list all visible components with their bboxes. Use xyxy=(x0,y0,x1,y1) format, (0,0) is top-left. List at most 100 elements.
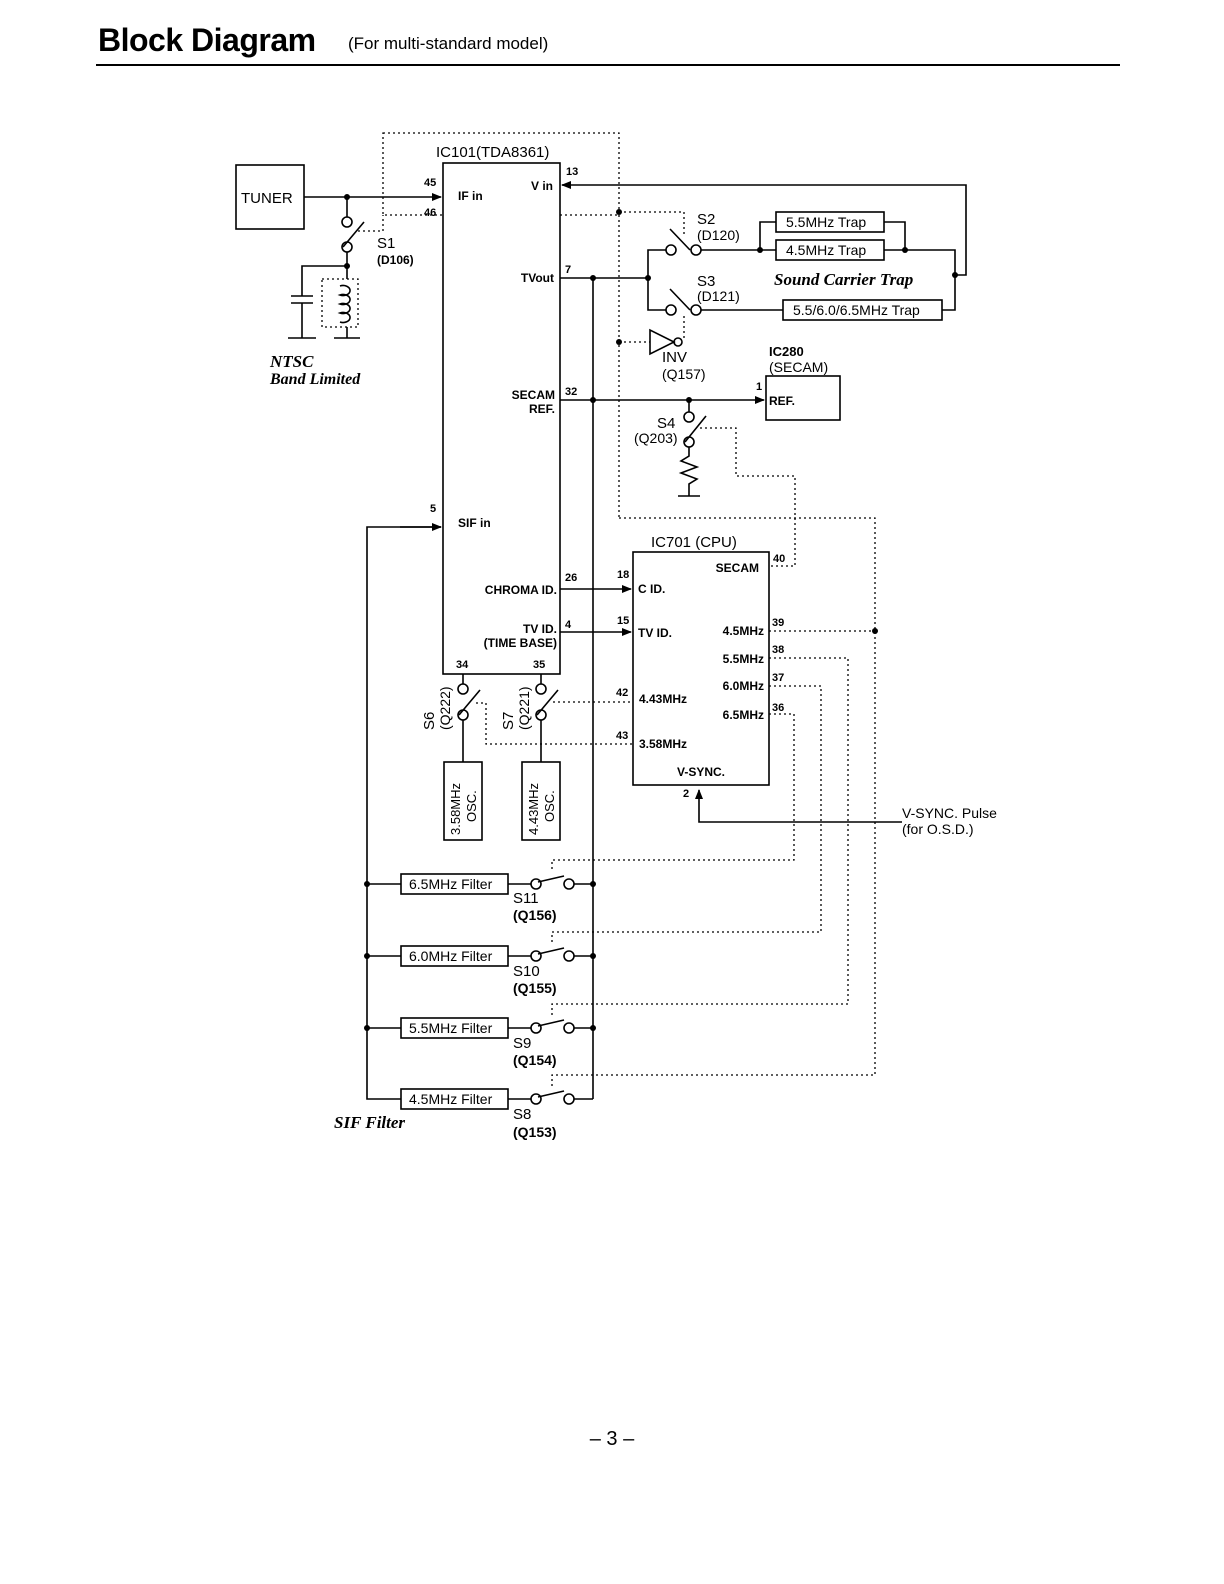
ic101-pin-46: 46 xyxy=(424,207,436,219)
tuner-section: TUNER S1 (D106) NTSC Band Limited xyxy=(235,164,442,388)
s6-label: S6 xyxy=(421,712,438,730)
s4-label: S4 xyxy=(657,415,675,432)
sif-filter-45-label: 4.5MHz Filter xyxy=(409,1091,493,1107)
osc-358-freq: 3.58MHz xyxy=(448,783,463,835)
ic101-title: IC101(TDA8361) xyxy=(436,144,549,161)
ic280-section: IC280 (SECAM) 1 REF. S4 (Q203) xyxy=(560,344,841,567)
ic101-tv-id-label: TV ID. xyxy=(523,622,557,636)
ic701-358-label: 3.58MHz xyxy=(639,737,687,751)
control-lines xyxy=(551,517,878,1088)
ic101-pin-13: 13 xyxy=(566,166,578,178)
ic701-55-label: 5.5MHz xyxy=(723,652,764,666)
s11-label: S11 xyxy=(513,890,539,907)
tuner-label: TUNER xyxy=(241,190,293,207)
s1-part: (D106) xyxy=(377,253,414,267)
header-rule xyxy=(96,64,1120,66)
sif-filter-55-label: 5.5MHz Filter xyxy=(409,1020,493,1036)
ic701-65-label: 6.5MHz xyxy=(723,708,764,722)
ic101-tvout-label: TVout xyxy=(521,271,554,285)
ic101-pin-34: 34 xyxy=(456,659,469,671)
sound-carrier-trap-section: 5.5MHz Trap 4.5MHz Trap S2 (D120) 5.5/6.… xyxy=(560,181,967,518)
trap-55-label: 5.5MHz Trap xyxy=(786,214,866,230)
s9-part: (Q154) xyxy=(513,1052,557,1068)
band-limited-label: Band Limited xyxy=(269,371,361,388)
ic701-pin-43: 43 xyxy=(616,730,628,742)
s3-label: S3 xyxy=(697,273,715,290)
page-header: Block Diagram (For multi-standard model) xyxy=(0,0,1224,80)
s7-part: (Q221) xyxy=(516,686,532,730)
sif-filter-section: 6.5MHz Filter S11 (Q156) 6.0MHz Filter S… xyxy=(334,278,596,1140)
s4-part: (Q203) xyxy=(634,430,678,446)
osc-443-freq: 4.43MHz xyxy=(526,783,541,835)
sif-filter-60-label: 6.0MHz Filter xyxy=(409,948,493,964)
ic701-pin-40: 40 xyxy=(773,553,785,565)
sif-filter-65-label: 6.5MHz Filter xyxy=(409,876,493,892)
s2-label: S2 xyxy=(697,211,715,228)
s8-part: (Q153) xyxy=(513,1124,557,1140)
ic101-pin-7: 7 xyxy=(565,264,571,276)
ic701-pin-42: 42 xyxy=(616,687,628,699)
osc-443-osc: OSC. xyxy=(542,790,557,822)
ic101-pin-26: 26 xyxy=(565,572,577,584)
ntsc-label: NTSC xyxy=(269,352,314,371)
s9-label: S9 xyxy=(513,1035,531,1052)
ic101-box xyxy=(442,162,561,675)
ic280-part: (SECAM) xyxy=(769,359,828,375)
ic701-443-label: 4.43MHz xyxy=(639,692,687,706)
ic280-ref-label: REF. xyxy=(769,394,795,408)
ic101-ref-label: REF. xyxy=(529,402,555,416)
sif-filter-caption: SIF Filter xyxy=(334,1113,405,1132)
inv-part: (Q157) xyxy=(662,366,706,382)
ic101-pin-45: 45 xyxy=(424,177,436,189)
ic701-pin-36: 36 xyxy=(772,702,784,714)
ic701-pin-37: 37 xyxy=(772,672,784,684)
sound-carrier-trap-caption: Sound Carrier Trap xyxy=(774,270,913,289)
ic701-block: IC701 (CPU) 40 SECAM 18 C ID. 15 TV ID. … xyxy=(560,534,997,837)
ic701-pin-2: 2 xyxy=(683,788,689,800)
ic101-secam-label: SECAM xyxy=(512,388,555,402)
ic701-pin-15: 15 xyxy=(617,615,629,627)
ic101-time-base-label: (TIME BASE) xyxy=(484,636,557,650)
ic701-60-label: 6.0MHz xyxy=(723,679,764,693)
ic101-block: IC101(TDA8361) 45 46 IF in 13 V in 7 TVo… xyxy=(382,132,620,675)
ic701-title: IC701 (CPU) xyxy=(651,534,737,551)
ic701-pin-39: 39 xyxy=(772,617,784,629)
ic101-pin-5: 5 xyxy=(430,503,436,515)
s10-part: (Q155) xyxy=(513,980,557,996)
ic701-c-id-label: C ID. xyxy=(638,582,665,596)
page-title: Block Diagram xyxy=(98,22,316,58)
ic701-pin-38: 38 xyxy=(772,644,784,656)
ic701-vsync-label: V-SYNC. xyxy=(677,765,725,779)
vsync-pulse-sub: (for O.S.D.) xyxy=(902,821,974,837)
ic701-45-label: 4.5MHz xyxy=(723,624,764,638)
s1-label: S1 xyxy=(377,235,395,252)
s2-part: (D120) xyxy=(697,227,740,243)
ic101-if-in-label: IF in xyxy=(458,189,483,203)
oscillator-section: S6 (Q222) S7 (Q221) 3.58MHz OSC. 4.43MHz… xyxy=(421,674,633,841)
ic101-pin-4: 4 xyxy=(565,619,572,631)
ic701-pin-18: 18 xyxy=(617,569,629,581)
ic701-tv-id-label: TV ID. xyxy=(638,626,672,640)
page-subtitle: (For multi-standard model) xyxy=(348,34,549,53)
s8-label: S8 xyxy=(513,1106,531,1123)
vsync-pulse-label: V-SYNC. Pulse xyxy=(902,805,997,821)
ic101-pin-32: 32 xyxy=(565,386,577,398)
s11-part: (Q156) xyxy=(513,907,557,923)
ic101-pin-35: 35 xyxy=(533,659,545,671)
s3-part: (D121) xyxy=(697,288,740,304)
s10-label: S10 xyxy=(513,963,540,980)
trap-multi-label: 5.5/6.0/6.5MHz Trap xyxy=(793,302,920,318)
tuner-box xyxy=(235,164,305,230)
trap-45-label: 4.5MHz Trap xyxy=(786,242,866,258)
ic280-pin-1: 1 xyxy=(756,381,762,393)
page-number: – 3 – xyxy=(589,1428,635,1450)
ic101-chroma-id-label: CHROMA ID. xyxy=(485,583,557,597)
ic280-name: IC280 xyxy=(769,344,804,359)
s7-label: S7 xyxy=(500,712,517,730)
ic101-v-in-label: V in xyxy=(531,179,553,193)
s6-part: (Q222) xyxy=(437,686,453,730)
ic701-secam-label: SECAM xyxy=(716,561,759,575)
inv-label: INV xyxy=(662,349,687,366)
ic101-sif-in-label: SIF in xyxy=(458,516,491,530)
